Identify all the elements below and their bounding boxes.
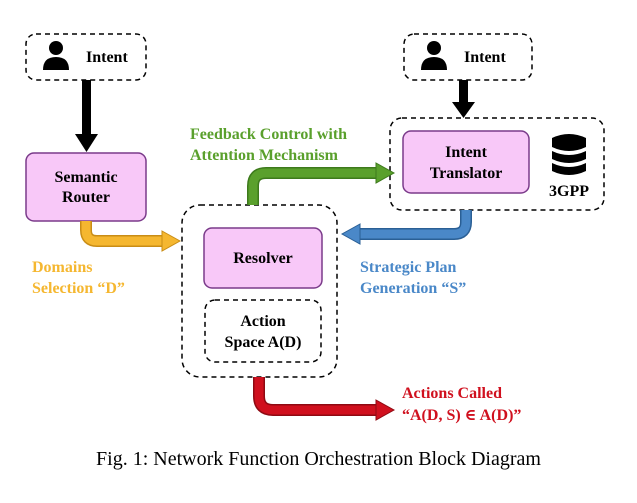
- resolver-node: Resolver: [203, 227, 323, 289]
- resolver-label: Resolver: [233, 250, 293, 267]
- intent-to-translator-arrow: [452, 80, 475, 118]
- user-icon: [421, 41, 447, 70]
- domains-label-line2: Selection “D”: [32, 280, 125, 297]
- intent-right-label: Intent: [464, 49, 506, 66]
- action-space-line1: Action: [240, 313, 285, 330]
- domains-label-line1: Domains: [32, 259, 92, 276]
- actions-arrow: [253, 377, 396, 421]
- semantic-router-line1: Semantic: [54, 169, 117, 186]
- database-label: 3GPP: [549, 183, 589, 200]
- intent-translator-line1: Intent: [445, 144, 487, 161]
- action-space-node: Action Space A(D): [204, 299, 322, 363]
- strategic-label-line2: Generation “S”: [360, 280, 466, 297]
- actions-label-line1: Actions Called: [402, 385, 502, 402]
- feedback-label-line1: Feedback Control with: [190, 126, 347, 143]
- block-diagram: Intent Intent Semantic Router Intent Tra…: [25, 33, 605, 424]
- strategic-arrow: [340, 210, 472, 245]
- intent-to-router-arrow: [75, 80, 98, 152]
- strategic-label-line1: Strategic Plan: [360, 259, 457, 276]
- semantic-router-node: Semantic Router: [25, 152, 147, 222]
- feedback-arrow: [247, 162, 396, 205]
- intent-translator-node: Intent Translator: [402, 130, 530, 194]
- intent-translator-line2: Translator: [430, 165, 503, 182]
- database-icon: [552, 134, 586, 175]
- figure-caption: Fig. 1: Network Function Orchestration B…: [96, 448, 541, 470]
- semantic-router-line2: Router: [62, 189, 110, 206]
- intent-left-node: Intent: [25, 33, 147, 81]
- action-space-line2: Space A(D): [225, 334, 302, 351]
- feedback-label-line2: Attention Mechanism: [190, 147, 339, 164]
- domains-arrow: [80, 221, 182, 252]
- intent-left-label: Intent: [86, 49, 128, 66]
- actions-label-line2: “A(D, S) ∈ A(D)”: [402, 407, 521, 424]
- user-icon: [43, 41, 69, 70]
- intent-right-node: Intent: [403, 33, 533, 81]
